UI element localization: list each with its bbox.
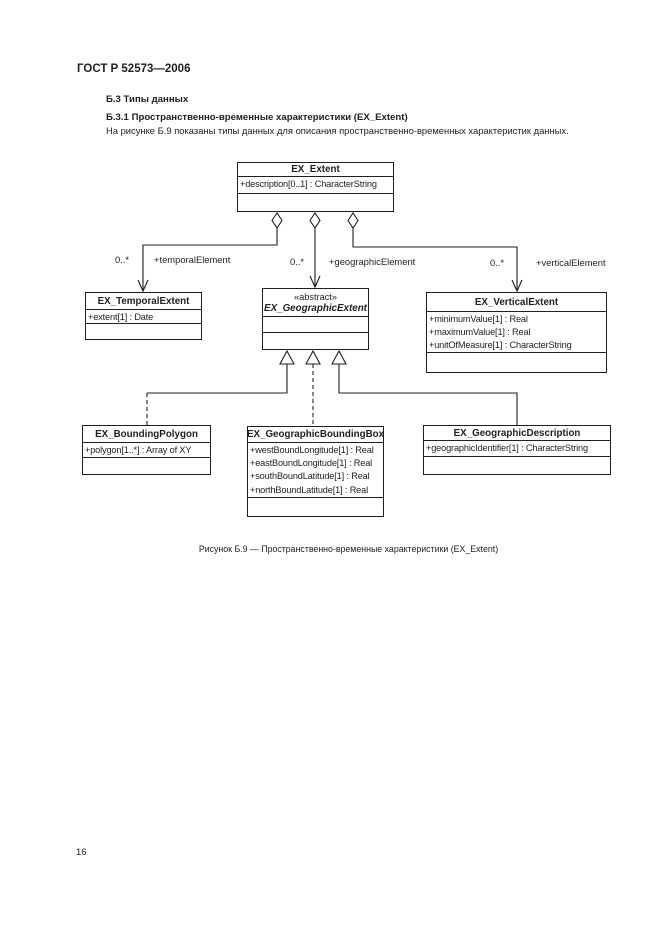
standard-reference: ГОСТ Р 52573—2006 bbox=[77, 63, 191, 75]
class-empty-compartment bbox=[83, 458, 210, 474]
class-box-ex-temporalextent: EX_TemporalExtent +extent[1] : Date bbox=[85, 292, 202, 340]
open-arrowhead bbox=[511, 279, 523, 293]
class-attribute: +maximumValue[1] : Real bbox=[429, 327, 531, 338]
generalization-triangle bbox=[305, 349, 321, 365]
open-arrowhead bbox=[309, 275, 321, 289]
class-box-ex-verticalextent: EX_VerticalExtent +minimumValue[1] : Rea… bbox=[426, 292, 607, 373]
multiplicity-label: 0..* bbox=[114, 254, 130, 265]
class-attributes: +description[0..1] : CharacterString bbox=[238, 177, 393, 194]
generalization-line-boundingpolygon bbox=[147, 364, 288, 394]
class-attribute: +geographicIdentifier[1] : CharacterStri… bbox=[426, 443, 588, 453]
role-label-temporal: +temporalElement bbox=[154, 254, 231, 265]
class-empty-compartment bbox=[427, 353, 606, 372]
class-box-ex-geographicextent: «abstract» EX_GeographicExtent bbox=[262, 288, 369, 350]
generalization-triangle bbox=[279, 349, 295, 365]
body-paragraph: На рисунке Б.9 показаны типы данных для … bbox=[106, 125, 569, 136]
class-attributes: +extent[1] : Date bbox=[86, 310, 201, 324]
class-title: EX_VerticalExtent bbox=[427, 293, 606, 312]
multiplicity-label: 0..* bbox=[289, 256, 305, 267]
class-attribute: +southBoundLatitude[1] : Real bbox=[250, 471, 370, 482]
aggregation-diamond bbox=[309, 212, 321, 229]
subsection-heading: Б.3.1 Пространственно-временные характер… bbox=[106, 112, 408, 123]
class-empty-compartment bbox=[248, 498, 383, 516]
multiplicity-label: 0..* bbox=[489, 257, 505, 268]
class-attribute: +minimumValue[1] : Real bbox=[429, 314, 528, 324]
class-attribute: +unitOfMeasure[1] : CharacterString bbox=[429, 340, 572, 351]
generalization-line-description bbox=[338, 364, 518, 425]
class-attribute: +extent[1] : Date bbox=[88, 312, 154, 322]
class-attributes: +minimumValue[1] : Real +maximumValue[1]… bbox=[427, 312, 606, 353]
class-empty-compartment bbox=[424, 457, 610, 474]
class-empty-compartment bbox=[86, 324, 201, 339]
class-box-ex-geographicboundingbox: EX_GeographicBoundingBox +westBoundLongi… bbox=[247, 426, 384, 517]
class-empty-compartment bbox=[238, 194, 393, 211]
class-attribute: +eastBoundLongitude[1] : Real bbox=[250, 458, 373, 469]
class-empty-compartment bbox=[263, 333, 368, 349]
role-label-vertical: +verticalElement bbox=[536, 257, 606, 268]
open-arrowhead bbox=[137, 279, 149, 293]
class-attributes: +westBoundLongitude[1] : Real +eastBound… bbox=[248, 443, 383, 498]
class-title: EX_BoundingPolygon bbox=[83, 426, 210, 443]
role-label-geographic: +geographicElement bbox=[329, 256, 416, 267]
class-attribute: +description[0..1] : CharacterString bbox=[240, 179, 377, 189]
class-attributes: +polygon[1..*] : Array of XY bbox=[83, 443, 210, 458]
aggregation-diamond bbox=[347, 212, 359, 229]
aggregation-diamond bbox=[271, 212, 283, 229]
class-title: EX_GeographicDescription bbox=[424, 426, 610, 441]
page-number: 16 bbox=[76, 847, 87, 858]
class-attribute: +westBoundLongitude[1] : Real bbox=[250, 445, 374, 455]
class-title: EX_TemporalExtent bbox=[86, 293, 201, 310]
figure-caption: Рисунок Б.9 — Пространственно-временные … bbox=[198, 544, 499, 554]
class-attribute: +polygon[1..*] : Array of XY bbox=[85, 445, 192, 455]
section-heading: Б.3 Типы данных bbox=[106, 94, 189, 105]
class-name: EX_GeographicExtent bbox=[264, 303, 367, 314]
class-title: EX_Extent bbox=[238, 163, 393, 177]
class-box-ex-extent: EX_Extent +description[0..1] : Character… bbox=[237, 162, 394, 212]
class-stereotype: «abstract» bbox=[294, 292, 337, 302]
class-attributes bbox=[263, 317, 368, 333]
class-box-ex-geographicdescription: EX_GeographicDescription +geographicIden… bbox=[423, 425, 611, 475]
class-title: «abstract» EX_GeographicExtent bbox=[263, 289, 368, 317]
class-attribute: +northBoundLatitude[1] : Real bbox=[250, 484, 368, 495]
generalization-triangle bbox=[331, 349, 347, 365]
class-box-ex-boundingpolygon: EX_BoundingPolygon +polygon[1..*] : Arra… bbox=[82, 425, 211, 475]
class-title: EX_GeographicBoundingBox bbox=[247, 427, 384, 443]
class-attributes: +geographicIdentifier[1] : CharacterStri… bbox=[424, 441, 610, 457]
